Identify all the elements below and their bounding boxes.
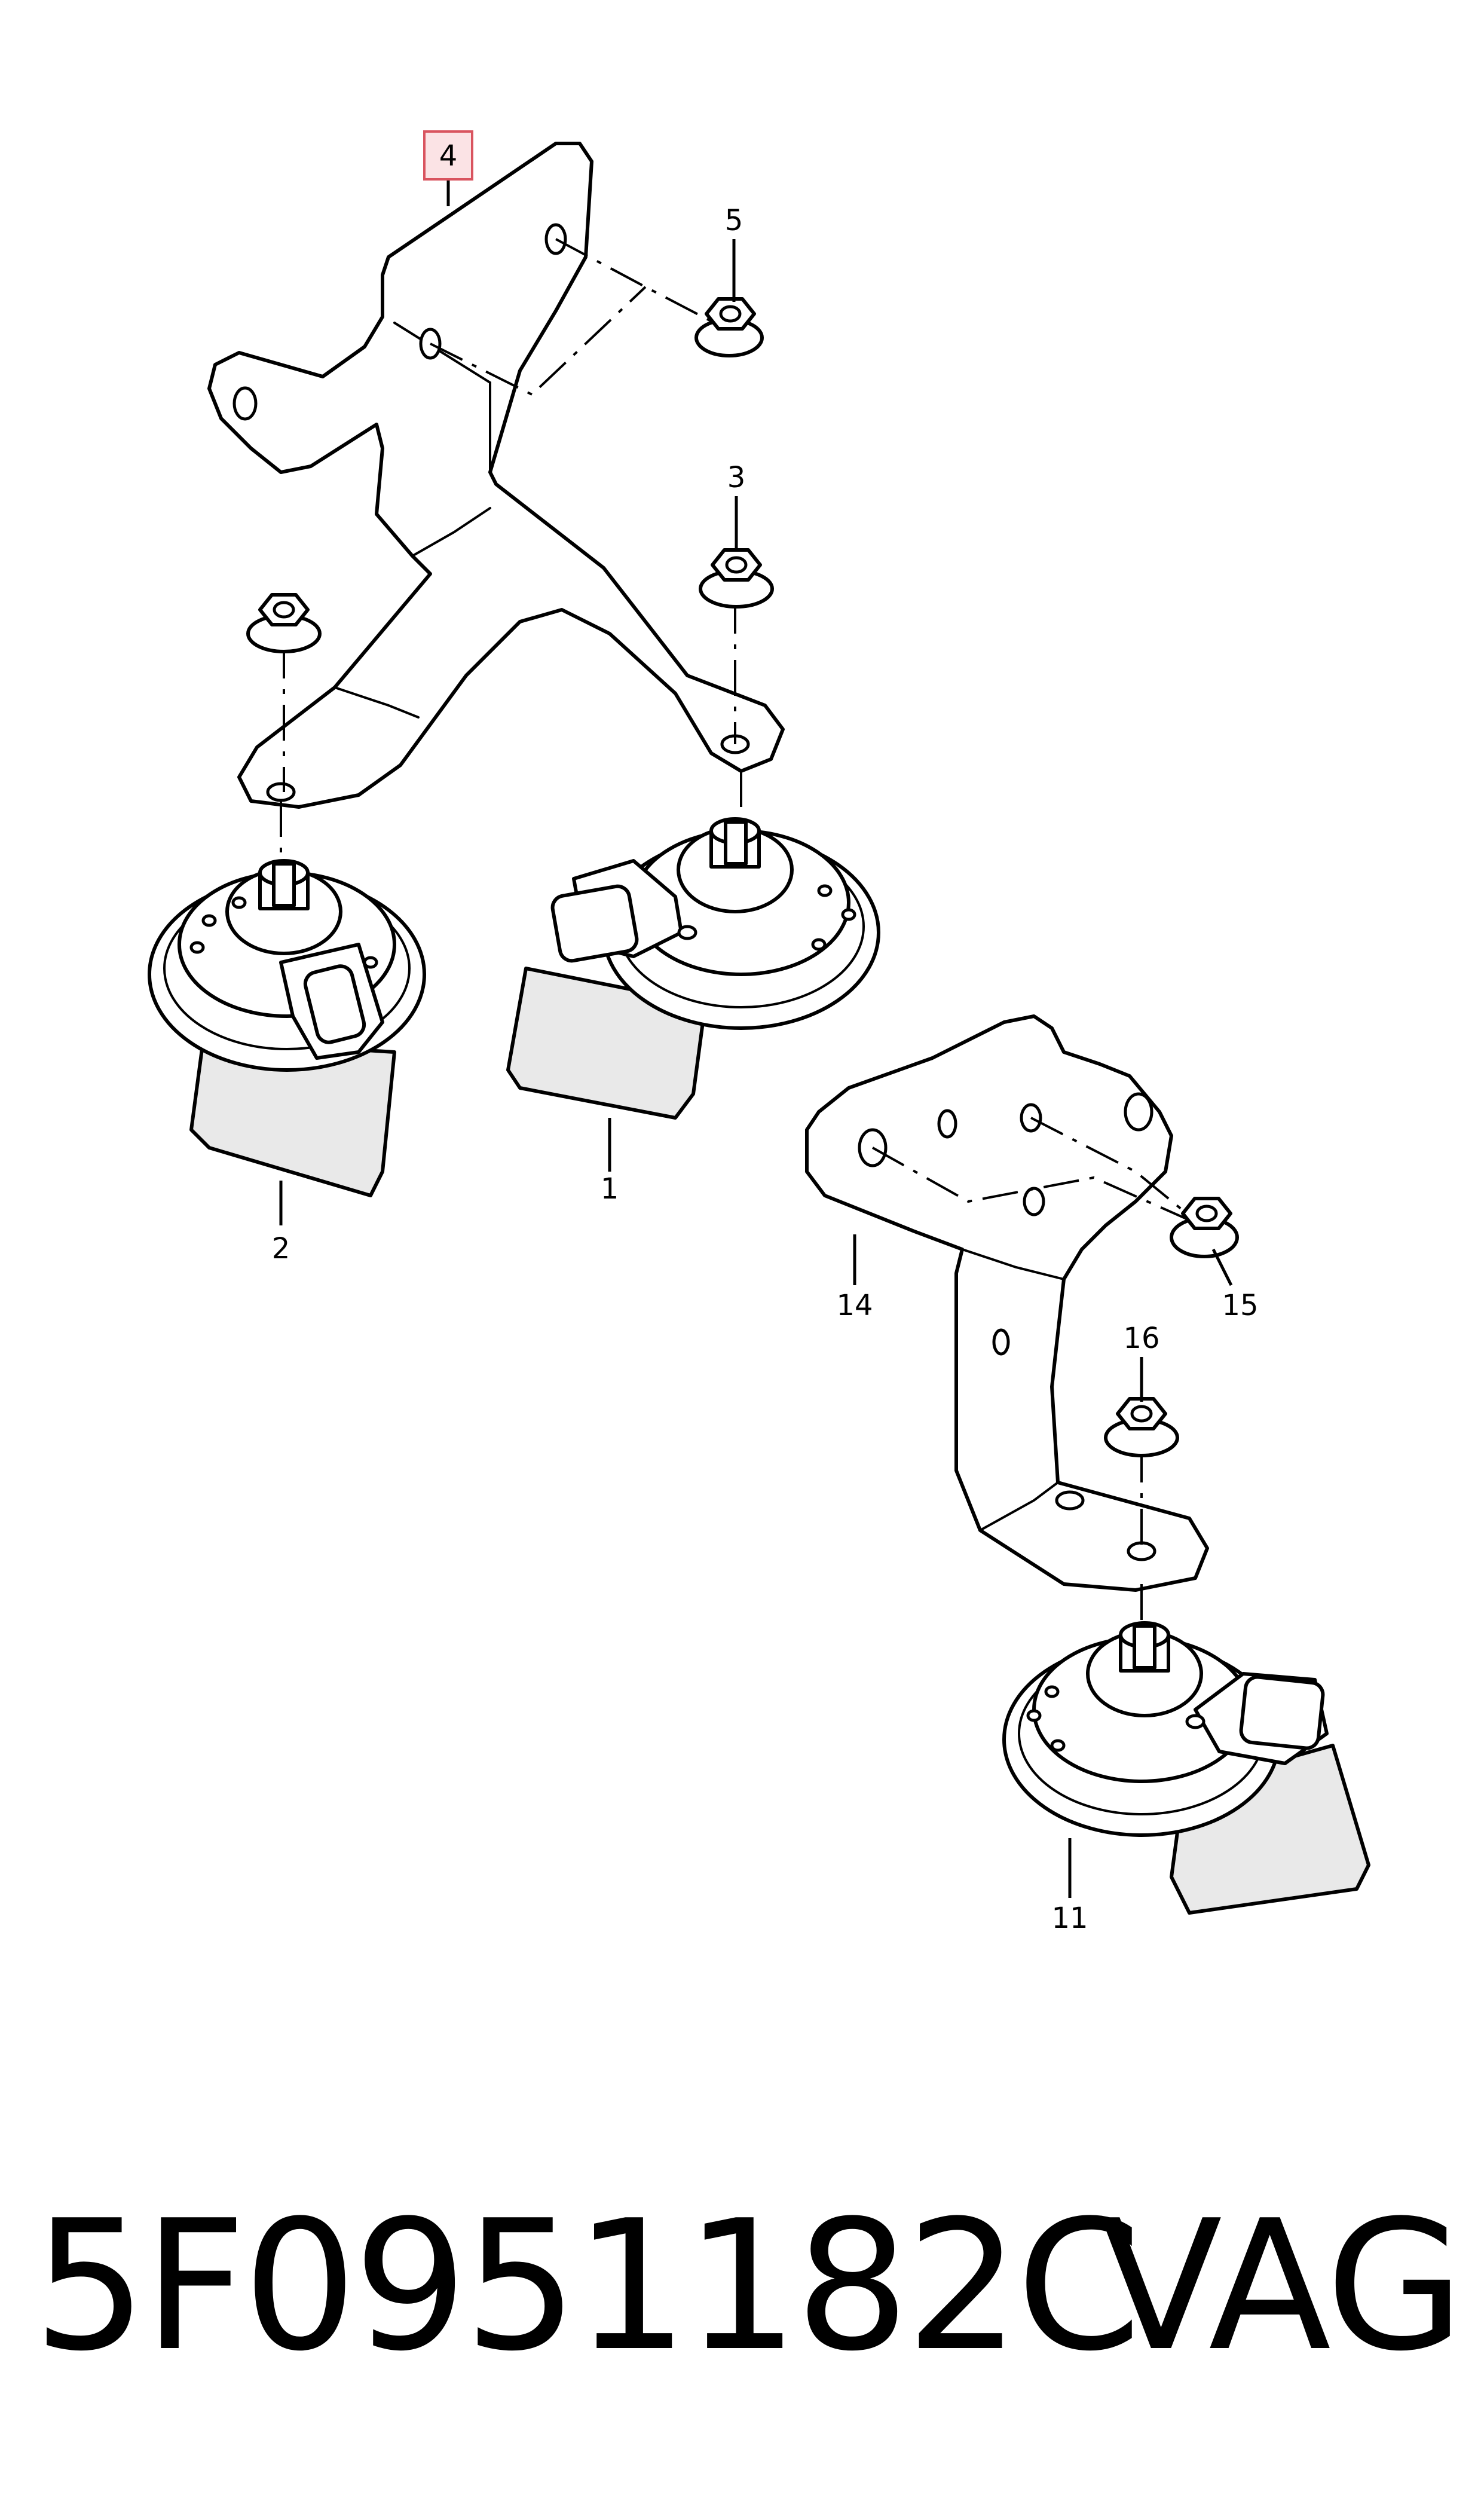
manufacturer-label: VAG: [1100, 2182, 1464, 2390]
bracket-hole: [992, 1328, 1010, 1356]
horn-2: [148, 859, 426, 1197]
assembly-line: [555, 238, 715, 324]
flange-nut-16: [1104, 1397, 1179, 1457]
assembly-line: [1030, 1117, 1203, 1227]
horn-11: [1002, 1621, 1370, 1915]
upper-horn-bracket: [207, 142, 785, 809]
callout-16[interactable]: 16: [1123, 1322, 1159, 1355]
callout-4[interactable]: 4: [439, 139, 458, 173]
flange-nut-left: [246, 593, 322, 653]
bracket-hole: [1127, 1541, 1156, 1561]
assembly-line: [430, 286, 647, 396]
bracket-hole: [1055, 1490, 1085, 1511]
callout-15[interactable]: 15: [1222, 1289, 1258, 1322]
callout-2[interactable]: 2: [272, 1232, 290, 1265]
bracket-hole: [937, 1109, 957, 1139]
bracket-hole: [1124, 1092, 1153, 1132]
lower-horn-bracket: [805, 1014, 1209, 1592]
part-caption: 5F0951182C VAG: [0, 2188, 1484, 2385]
flange-nut-5: [694, 297, 764, 357]
bracket-hole: [266, 782, 296, 802]
horn-1: [506, 817, 880, 1120]
callout-1[interactable]: 1: [601, 1172, 619, 1206]
part-number: 5F0951182C: [33, 2182, 1142, 2390]
flange-nut-3: [699, 548, 774, 609]
flange-nut-15: [1170, 1197, 1239, 1258]
callout-3[interactable]: 3: [727, 461, 746, 494]
callout-4-highlight[interactable]: [423, 130, 473, 181]
callout-14[interactable]: 14: [836, 1289, 873, 1322]
callout-5[interactable]: 5: [725, 204, 743, 237]
callout-11[interactable]: 11: [1051, 1901, 1088, 1935]
bracket-hole: [232, 386, 258, 421]
bracket-hole: [1023, 1187, 1045, 1216]
assembly-line: [872, 1147, 1202, 1227]
